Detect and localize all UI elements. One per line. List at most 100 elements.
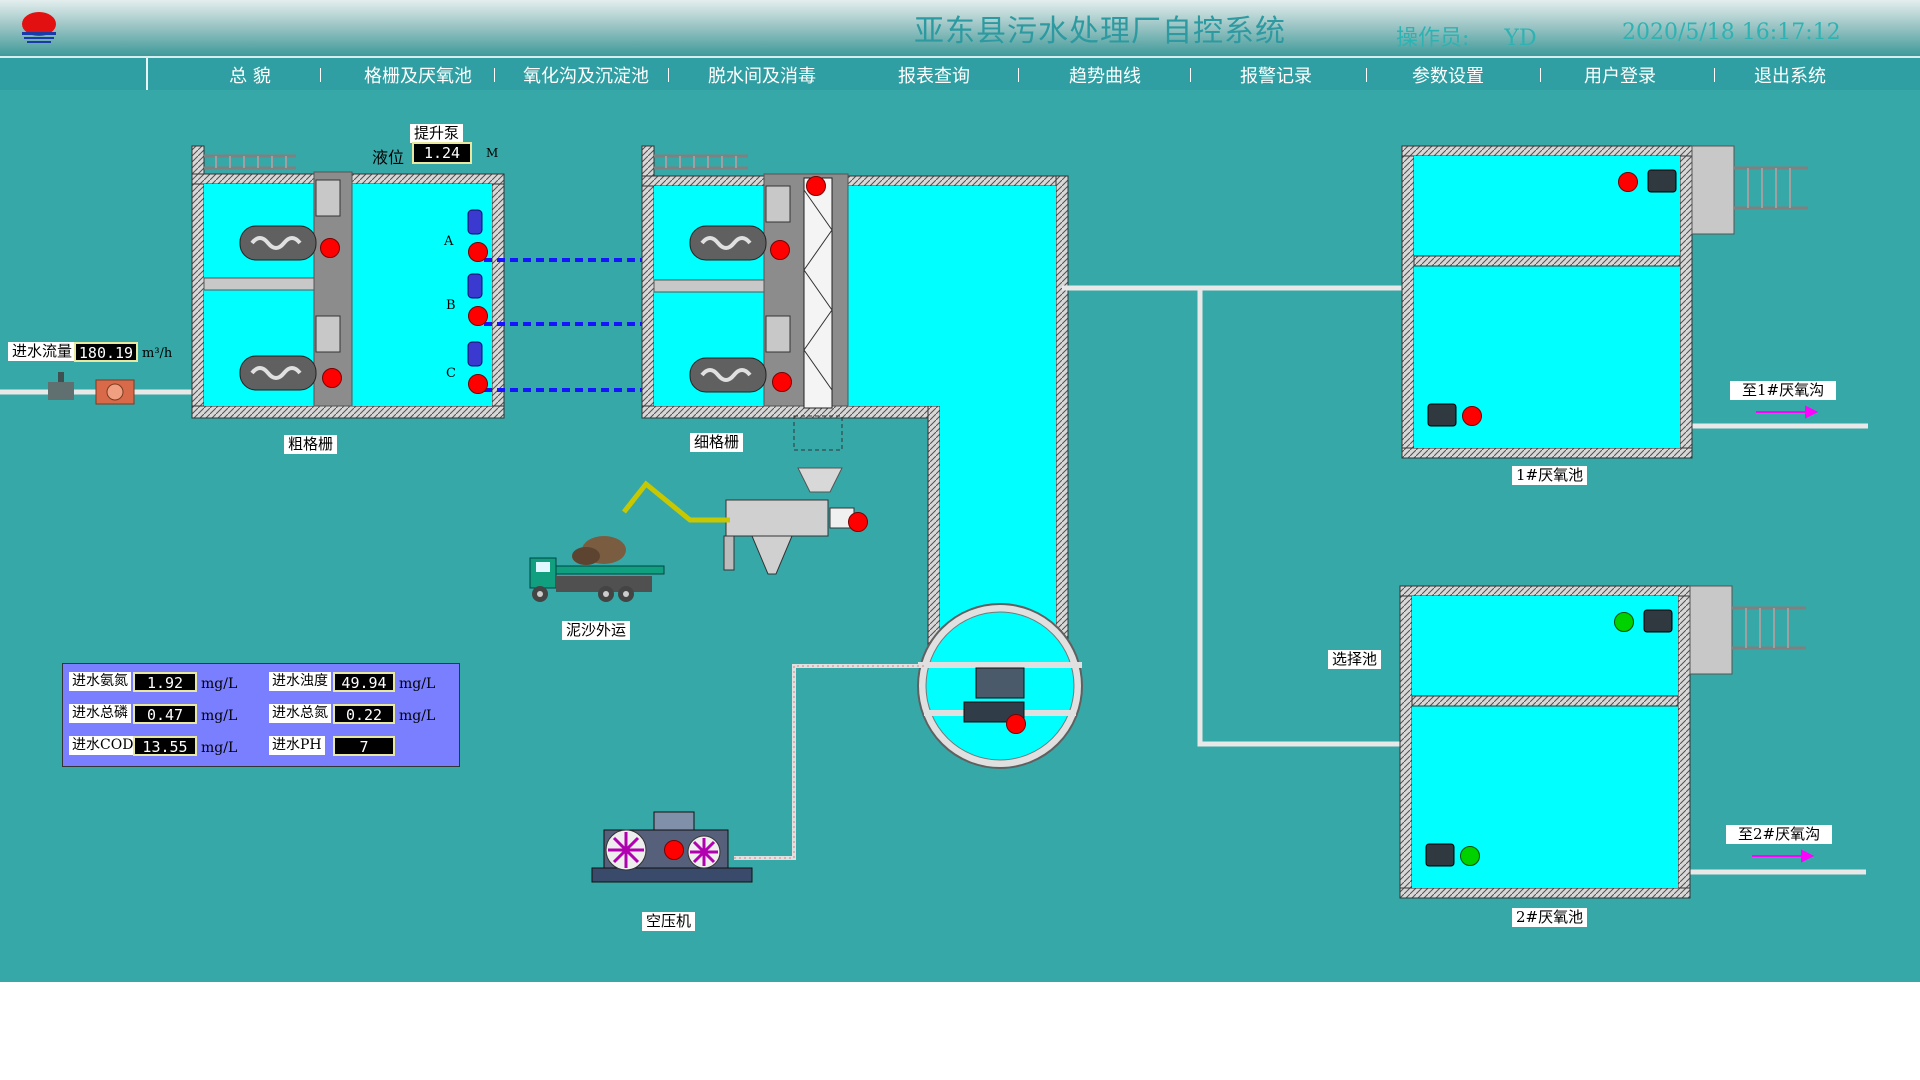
turbidity-value: 49.94 xyxy=(333,672,395,692)
transfer-lines xyxy=(484,258,650,392)
nav-separator xyxy=(494,68,495,82)
turbidity-unit: mg/L xyxy=(399,676,436,692)
lift-pump-label: 提升泵 xyxy=(410,124,464,143)
sump-pump-status xyxy=(1006,714,1026,734)
nitrogen-value: 0.22 xyxy=(333,704,395,724)
pump-b-label: B xyxy=(446,298,456,313)
screw-conveyor-status xyxy=(806,176,826,196)
ammonia-value: 1.92 xyxy=(133,672,197,692)
nav-trends[interactable]: 趋势曲线 xyxy=(1069,66,1141,87)
distribution-pipes xyxy=(1062,285,1868,875)
anaerobic-tank-2 xyxy=(1399,585,1806,899)
nitrogen-label: 进水总氮 xyxy=(269,704,331,723)
coarse-screen-tank xyxy=(191,145,505,419)
fine-grit-conveyor-icon[interactable] xyxy=(689,225,767,393)
coarse-conveyor-2-status xyxy=(322,368,342,388)
nav-separator xyxy=(1714,68,1715,82)
nav-separator xyxy=(668,68,669,82)
title-bar xyxy=(0,0,1920,56)
dewatering-status xyxy=(848,512,868,532)
nav-bar: 总 貌 格栅及厌氧池 氧化沟及沉淀池 脱水间及消毒 报表查询 趋势曲线 报警记录… xyxy=(0,56,1920,92)
to-ditch-2-label: 至2#厌氧沟 xyxy=(1726,825,1833,844)
nav-separator xyxy=(1366,68,1367,82)
nav-oxidation-sedimentation[interactable]: 氧化沟及沉淀池 xyxy=(523,66,649,87)
nav-overview[interactable]: 总 貌 xyxy=(229,66,271,87)
mixer-1a-status xyxy=(1618,172,1638,192)
flow-arrow-icon xyxy=(1752,405,1819,863)
lift-pump-icon[interactable] xyxy=(467,209,483,367)
app-title: 亚东县污水处理厂自控系统 xyxy=(914,14,1286,49)
sludge-truck-icon[interactable] xyxy=(529,536,665,602)
nitrogen-unit: mg/L xyxy=(399,708,436,724)
water-quality-panel: 进水氨氮 1.92 mg/L 进水浊度 49.94 mg/L 进水总磷 0.47… xyxy=(62,663,460,767)
nav-user-login[interactable]: 用户登录 xyxy=(1584,66,1656,87)
cod-label: 进水COD xyxy=(69,736,137,755)
process-diagram xyxy=(0,145,1868,899)
pump-c-status xyxy=(468,374,488,394)
nav-separator xyxy=(1018,68,1019,82)
fine-screen-label: 细格栅 xyxy=(690,433,744,452)
nav-separator xyxy=(1540,68,1541,82)
inflow-value: 180.19 xyxy=(74,342,138,362)
cod-value: 13.55 xyxy=(133,736,197,756)
turbidity-label: 进水浊度 xyxy=(269,672,331,691)
level-unit: M xyxy=(486,146,499,160)
nav-screen-anaerobic[interactable]: 格栅及厌氧池 xyxy=(364,66,472,87)
nav-divider xyxy=(146,58,148,90)
anaerobic-tank-1 xyxy=(1401,145,1808,459)
operator-name: YD xyxy=(1504,26,1537,51)
nav-reports[interactable]: 报表查询 xyxy=(898,66,970,87)
ph-label: 进水PH xyxy=(269,736,325,755)
cod-unit: mg/L xyxy=(201,740,238,756)
company-logo-icon xyxy=(22,12,56,43)
pump-b-status xyxy=(468,306,488,326)
to-ditch-1-label: 至1#厌氧沟 xyxy=(1730,381,1837,400)
anaerobic-tank-1-label: 1#厌氧池 xyxy=(1512,466,1588,485)
nav-alarms[interactable]: 报警记录 xyxy=(1240,66,1312,87)
inflow-label: 进水流量 xyxy=(8,342,77,361)
sludge-out-label: 泥沙外运 xyxy=(562,621,631,640)
level-value: 1.24 xyxy=(412,142,472,164)
coarse-screen-machine-icon[interactable] xyxy=(315,179,341,353)
pump-a-status xyxy=(468,242,488,262)
nav-separator xyxy=(320,68,321,82)
operator-label: 操作员: xyxy=(1396,26,1470,51)
anaerobic-tank-2-label: 2#厌氧池 xyxy=(1512,908,1588,927)
coarse-conveyor-1-status xyxy=(320,238,340,258)
grit-conveyor-icon[interactable] xyxy=(239,225,317,391)
mixer-1b-status xyxy=(1462,406,1482,426)
phosphorus-label: 进水总磷 xyxy=(69,704,131,723)
ammonia-unit: mg/L xyxy=(201,676,238,692)
operator-info: 操作员: YD xyxy=(1396,20,1537,52)
selection-tank-label: 选择池 xyxy=(1328,650,1382,669)
process-canvas: 提升泵 液位 1.24 M A B C 进水流量 180.19 m³/h 粗格栅… xyxy=(0,90,1920,982)
fine-conveyor-2-status xyxy=(772,372,792,392)
level-label: 液位 xyxy=(372,148,405,167)
compressor-status xyxy=(664,840,684,860)
inflow-unit: m³/h xyxy=(142,346,173,361)
fine-conveyor-1-status xyxy=(770,240,790,260)
pump-a-label: A xyxy=(444,234,454,249)
air-compressor-label: 空压机 xyxy=(642,912,696,931)
mixer-icon[interactable] xyxy=(1427,169,1677,427)
phosphorus-unit: mg/L xyxy=(201,708,238,724)
mixer-2a-status xyxy=(1614,612,1634,632)
pump-c-label: C xyxy=(446,366,456,381)
nav-parameters[interactable]: 参数设置 xyxy=(1412,66,1484,87)
dewatering-machine-icon[interactable] xyxy=(622,467,855,575)
nav-separator xyxy=(1190,68,1191,82)
inlet-valve-icon[interactable] xyxy=(48,372,74,400)
nav-exit[interactable]: 退出系统 xyxy=(1754,66,1826,87)
fine-screen-machine-icon[interactable] xyxy=(765,185,791,353)
ammonia-label: 进水氨氮 xyxy=(69,672,131,691)
coarse-screen-label: 粗格栅 xyxy=(284,435,338,454)
datetime: 2020/5/18 16:17:12 xyxy=(1622,20,1841,45)
nav-dewatering-disinfection[interactable]: 脱水间及消毒 xyxy=(708,66,816,87)
mixer-2b-status xyxy=(1460,846,1480,866)
air-compressor-icon[interactable] xyxy=(591,811,753,883)
mixer-icon[interactable] xyxy=(1425,609,1673,867)
air-pipe xyxy=(734,664,924,860)
phosphorus-value: 0.47 xyxy=(133,704,197,724)
ph-value: 7 xyxy=(333,736,395,756)
flowmeter-icon[interactable] xyxy=(95,379,135,405)
